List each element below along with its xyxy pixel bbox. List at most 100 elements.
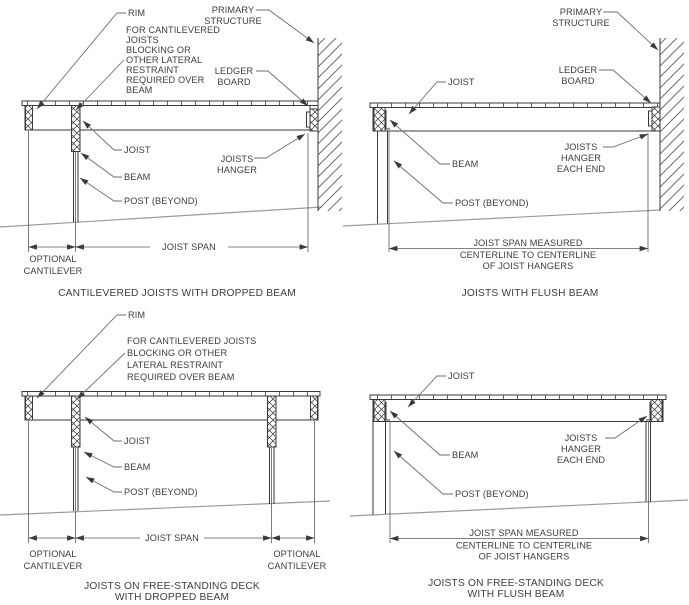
- blocking-and-beam: [267, 395, 277, 448]
- label-beam: BEAM: [452, 159, 478, 169]
- leader-ledger: [599, 69, 652, 104]
- grade-line: [0, 206, 323, 228]
- leader-beam: [389, 119, 450, 165]
- label-joist-hanger: HANGER: [561, 153, 601, 163]
- blocking-and-beam: [71, 395, 81, 448]
- post: [377, 131, 388, 224]
- leader-post: [79, 177, 122, 202]
- label-joist-hanger: JOISTS: [221, 154, 254, 164]
- label-optional-cantilever: OPTIONAL: [273, 549, 320, 559]
- label-rim: RIM: [128, 8, 145, 18]
- decking: [21, 100, 319, 106]
- leader-joist: [82, 120, 122, 151]
- post: [73, 447, 79, 511]
- label-optional-cantilever: CANTILEVER: [268, 561, 327, 571]
- leader-beam: [389, 410, 450, 456]
- leader-joist: [407, 375, 446, 408]
- label-post: POST (BEYOND): [455, 198, 529, 208]
- label-joist-span: JOIST SPAN MEASURED: [469, 528, 579, 538]
- label-joist-span: CENTERLINE TO CENTERLINE: [456, 541, 592, 551]
- joist-hanger-bracket: [646, 402, 651, 421]
- label-joist: JOIST: [448, 77, 475, 87]
- rim-board: [25, 395, 33, 421]
- leader-blocking: [75, 59, 125, 111]
- leader-primary-structure: [256, 9, 315, 44]
- label-joist-hanger: JOISTS: [565, 142, 598, 152]
- joist-band: [24, 105, 311, 131]
- joist-hanger-bracket: [385, 402, 390, 421]
- label-primary-structure: PRIMARY: [212, 5, 254, 15]
- label-beam: BEAM: [452, 450, 478, 460]
- label-beam: BEAM: [124, 462, 150, 472]
- label-joist-hanger: EACH END: [557, 455, 606, 465]
- label-joist-span: OF JOIST HANGERS: [479, 552, 570, 562]
- primary-structure-wall: [317, 38, 342, 211]
- label-joist-hanger: HANGER: [561, 444, 601, 454]
- label-joist-hanger: EACH END: [557, 164, 606, 174]
- label-ledger: BOARD: [561, 76, 594, 86]
- label-optional-cantilever: OPTIONAL: [29, 254, 76, 264]
- label-blocking-line: BEAM: [126, 85, 152, 95]
- caption: JOISTS ON FREE-STANDING DECK: [84, 581, 260, 592]
- extension-lines: [388, 131, 649, 252]
- diagram-freestanding-dropped-beam: RIM FOR CANTILEVERED JOISTS BLOCKING OR …: [0, 310, 331, 603]
- flush-beam: [373, 399, 386, 422]
- caption: WITH DROPPED BEAM: [115, 592, 229, 603]
- label-blocking-line: BLOCKING OR: [126, 45, 191, 55]
- post: [269, 447, 275, 504]
- label-post: POST (BEYOND): [124, 487, 198, 497]
- post: [73, 151, 79, 222]
- label-post: POST (BEYOND): [124, 196, 198, 206]
- grade-line: [349, 499, 689, 517]
- leader-ledger: [256, 70, 309, 107]
- label-joist-span: OF JOIST HANGERS: [483, 261, 574, 271]
- joist-hanger-bracket: [385, 110, 390, 130]
- diagram-freestanding-flush-beam: JOIST BEAM POST (BEYOND) JOISTS HANGER E…: [349, 371, 689, 600]
- decking: [369, 102, 661, 108]
- label-blocking-line: RESTRAINT: [126, 65, 179, 75]
- label-joist: JOIST: [124, 145, 151, 155]
- leader-rim: [36, 12, 126, 110]
- label-primary-structure: STRUCTURE: [204, 16, 262, 26]
- leader-joist-hanger: [603, 133, 649, 148]
- label-blocking-line: OTHER LATERAL: [126, 55, 202, 65]
- label-primary-structure: STRUCTURE: [552, 18, 610, 28]
- leader-rim: [36, 314, 126, 399]
- label-blocking-line: LATERAL RESTRAINT: [127, 360, 223, 370]
- label-primary-structure: PRIMARY: [560, 7, 602, 17]
- extension-lines: [389, 421, 649, 543]
- leader-joist: [408, 81, 446, 115]
- caption: JOISTS ON FREE-STANDING DECK: [428, 578, 604, 589]
- joist-band: [372, 107, 653, 132]
- label-blocking-line: REQUIRED OVER BEAM: [127, 372, 234, 382]
- label-joist-span: JOIST SPAN: [162, 242, 216, 252]
- label-ledger: LEDGER: [215, 66, 254, 76]
- label-optional-cantilever: CANTILEVER: [24, 561, 83, 571]
- rim-board: [310, 395, 318, 421]
- blocking-and-beam: [71, 105, 81, 152]
- label-ledger: LEDGER: [559, 65, 598, 75]
- decking: [369, 394, 667, 400]
- leader-joist-hanger: [605, 415, 648, 439]
- label-post: POST (BEYOND): [455, 489, 529, 499]
- label-blocking-line: BLOCKING OR OTHER: [127, 348, 227, 358]
- leader-post: [393, 450, 453, 495]
- flush-beam: [650, 399, 663, 422]
- label-joist-span: JOIST SPAN MEASURED: [473, 238, 583, 248]
- leader-beam: [83, 451, 122, 468]
- leader-blocking: [76, 352, 126, 400]
- leader-joist: [84, 416, 122, 442]
- diagram-joists-flush-beam: PRIMARY STRUCTURE LEDGER BOARD JOIST BEA…: [342, 7, 684, 299]
- label-joist-span: CENTERLINE TO CENTERLINE: [460, 250, 596, 260]
- flush-beam: [373, 107, 386, 132]
- ledger-board: [309, 108, 319, 132]
- leader-primary-structure: [603, 11, 659, 51]
- primary-structure-wall: [659, 38, 684, 211]
- extension-lines: [28, 131, 309, 252]
- decking: [21, 391, 321, 397]
- label-beam: BEAM: [124, 172, 150, 182]
- label-blocking-line: FOR CANTILEVERED JOISTS: [127, 336, 256, 346]
- label-optional-cantilever: OPTIONAL: [29, 549, 76, 559]
- rim-board: [25, 105, 33, 131]
